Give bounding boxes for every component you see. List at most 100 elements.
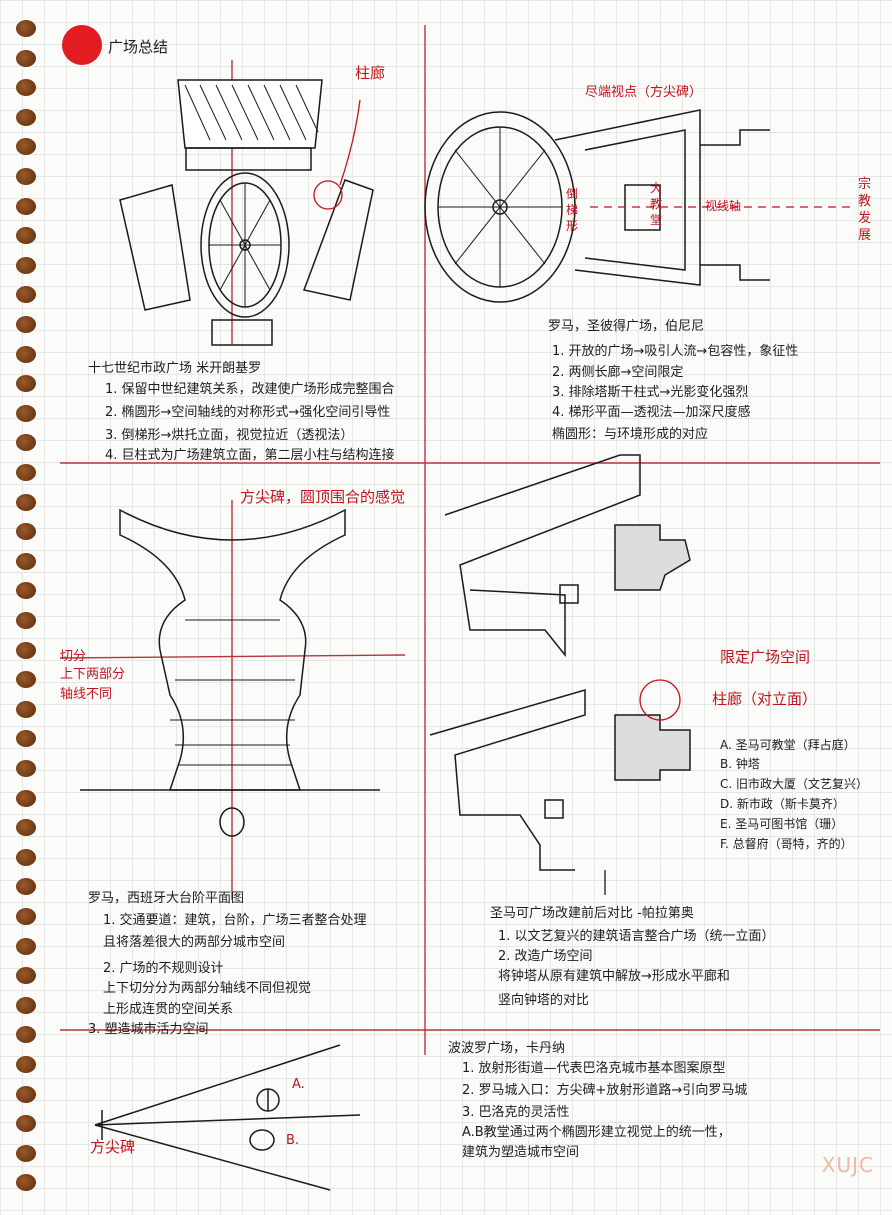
s4-line-4: 竖向钟塔的对比 xyxy=(498,993,590,1008)
label-end-viewpoint: 尽端视点（方尖碑） xyxy=(585,85,703,100)
label-obelisk-enclosure: 方尖碑，圆顶围合的感觉 xyxy=(240,488,406,506)
binder-hole xyxy=(16,967,36,985)
s2-line-3: 3. 排除塔斯干柱式→光影变化强烈 xyxy=(552,385,749,400)
label-trapezoid: 倒梯形 xyxy=(566,187,579,233)
s2-line-1: 1. 开放的广场→吸引人流→包容性，象征性 xyxy=(552,344,799,359)
s1-line-0: 十七世纪市政广场 米开朗基罗 xyxy=(88,361,262,376)
binder-hole xyxy=(16,908,36,925)
binder-hole xyxy=(16,197,36,215)
red-dot-icon xyxy=(62,25,102,65)
binder-hole xyxy=(16,1115,36,1133)
binder-hole xyxy=(16,730,36,748)
binder-hole xyxy=(16,1174,36,1192)
watermark-logo: XUJC xyxy=(821,1153,874,1177)
binder-hole xyxy=(16,79,36,97)
binder-hole xyxy=(16,20,36,37)
label-upper-lower: 上下两部分 xyxy=(60,667,126,682)
binder-hole xyxy=(16,819,36,837)
spanish-steps-plan xyxy=(80,508,380,837)
binder-hole xyxy=(16,996,36,1014)
s3-line-1: 1. 交通要道：建筑，台阶，广场三者整合处理 xyxy=(103,913,367,928)
label-limit-space: 限定广场空间 xyxy=(720,648,811,666)
binder-hole xyxy=(16,552,36,570)
binder-hole xyxy=(16,345,36,363)
s5-line-0: 波波罗广场，卡丹纳 xyxy=(448,1041,566,1056)
s1-line-4: 4. 巨柱式为广场建筑立面，第二层小柱与结构连接 xyxy=(105,448,395,463)
s3-line-3: 2. 广场的不规则设计 xyxy=(103,961,224,976)
binder-hole xyxy=(16,404,36,422)
binder-hole xyxy=(16,138,36,156)
st-peters-plan xyxy=(424,109,770,303)
s3-line-0: 罗马，西班牙大台阶平面图 xyxy=(88,891,245,906)
s5-line-1: 1. 放射形街道—代表巴洛克城市基本图案原型 xyxy=(462,1061,726,1076)
s2-line-0: 罗马，圣彼得广场，伯尼尼 xyxy=(548,319,705,334)
label-colonnade-facade: 柱廊（对立面） xyxy=(712,690,818,708)
s1-line-1: 1. 保留中世纪建筑关系，改建使广场形成完整围合 xyxy=(105,382,395,397)
binder-hole xyxy=(16,256,36,274)
s4-line-0: 圣马可广场改建前后对比 -帕拉第奥 xyxy=(490,906,694,921)
label-sight-axis: 视线轴 xyxy=(705,199,742,213)
binder-hole xyxy=(16,464,36,481)
binder-hole xyxy=(16,1056,36,1073)
label-axis-differ: 轴线不同 xyxy=(60,687,113,702)
binder-hole xyxy=(16,848,36,866)
binder-hole xyxy=(16,493,36,511)
binder-holes xyxy=(10,20,44,1210)
binder-hole xyxy=(16,878,36,896)
s5-line-2: 2. 罗马城入口：方尖碑+放射形道路→引向罗马城 xyxy=(462,1083,748,1098)
s4-line-2: 2. 改造广场空间 xyxy=(498,949,593,964)
binder-hole xyxy=(16,1026,36,1044)
binder-hole xyxy=(16,789,36,807)
binder-hole xyxy=(16,375,36,393)
s5-line-4: A.B教堂通过两个椭圆形建立视觉上的统一性， xyxy=(462,1125,731,1140)
binder-hole xyxy=(16,937,36,955)
s3-line-6: 3. 塑造城市活力空间 xyxy=(88,1022,209,1037)
label-a: A. xyxy=(292,1077,305,1092)
binder-hole xyxy=(16,108,36,126)
binder-hole xyxy=(16,671,36,689)
label-colonnade: 柱廊 xyxy=(355,64,386,82)
binder-hole xyxy=(16,523,36,541)
page-title: 广场总结 xyxy=(108,38,169,56)
s2-line-2: 2. 两侧长廊→空间限定 xyxy=(552,365,684,380)
san-marco-plans xyxy=(429,454,691,871)
binder-hole xyxy=(16,434,36,452)
s4-line-1: 1. 以文艺复兴的建筑语言整合广场（统一立面） xyxy=(498,929,775,944)
s1-line-3: 3. 倒梯形→烘托立面，视觉拉近（透视法） xyxy=(105,428,354,443)
binder-hole xyxy=(16,316,36,333)
label-obelisk: 方尖碑 xyxy=(90,1138,136,1156)
label-cut: 切分 xyxy=(60,649,87,664)
s3-line-5: 上形成连贯的空间关系 xyxy=(103,1002,234,1017)
s3-line-4: 上下切分分为两部分轴线不同但视觉 xyxy=(103,981,312,996)
binder-hole xyxy=(16,227,36,245)
binder-hole xyxy=(16,286,36,304)
binder-hole xyxy=(16,49,36,67)
legend-d: D. 新市政（斯卡莫齐） xyxy=(720,797,845,811)
popolo-diagram xyxy=(94,1044,361,1191)
binder-hole xyxy=(16,641,36,659)
legend-f: F. 总督府（哥特，齐的） xyxy=(720,837,853,851)
s2-line-4: 4. 梯形平面—透视法—加深尺度感 xyxy=(552,405,751,420)
legend-a: A. 圣马可教堂（拜占庭） xyxy=(720,738,856,752)
legend-b: B. 钟塔 xyxy=(720,757,760,771)
label-religion: 宗教发展 xyxy=(858,177,872,243)
binder-hole xyxy=(16,612,36,629)
binder-hole xyxy=(16,168,36,185)
s2-line-5: 椭圆形：与环境形成的对应 xyxy=(552,427,709,442)
label-cathedral: 大教堂 xyxy=(650,181,663,227)
binder-hole xyxy=(16,760,36,777)
campidoglio-plan xyxy=(119,79,374,346)
binder-hole xyxy=(16,1085,36,1103)
s5-line-5: 建筑为塑造城市空间 xyxy=(462,1145,580,1160)
s4-line-3: 将钟塔从原有建筑中解放→形成水平廊和 xyxy=(498,969,730,984)
binder-hole xyxy=(16,582,36,600)
s5-line-3: 3. 巴洛克的灵活性 xyxy=(462,1105,570,1120)
s1-line-2: 2. 椭圆形→空间轴线的对称形式→强化空间引导性 xyxy=(105,405,391,420)
label-b: B. xyxy=(286,1133,300,1148)
binder-hole xyxy=(16,1144,36,1162)
legend-e: E. 圣马可图书馆（珊） xyxy=(720,817,844,831)
binder-hole xyxy=(16,700,36,718)
legend-c: C. 旧市政大厦（文艺复兴） xyxy=(720,777,869,791)
